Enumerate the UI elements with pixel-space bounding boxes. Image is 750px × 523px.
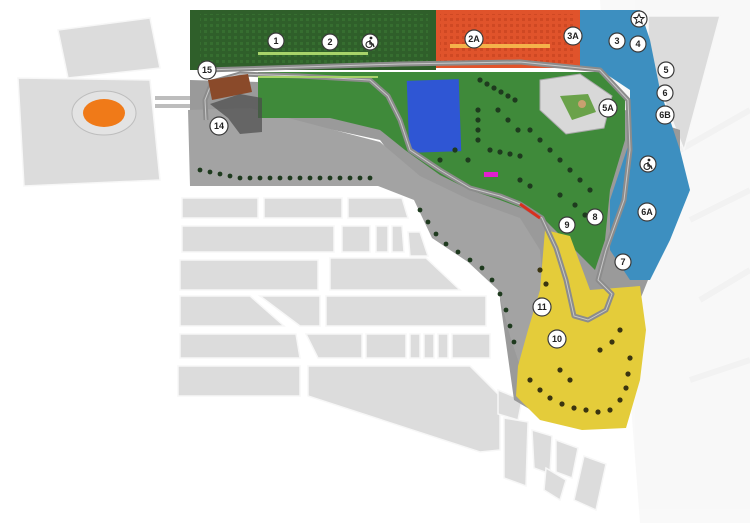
city-block [423, 333, 435, 359]
zone-badge-5a[interactable]: 5A [598, 98, 618, 118]
walkway-strip [258, 76, 378, 78]
city-block [409, 333, 421, 359]
stadium-block [17, 17, 203, 187]
zone-badge-3a[interactable]: 3A [563, 26, 583, 46]
city-block [531, 428, 553, 476]
grandstand-seating [200, 14, 428, 64]
podium-marker [484, 172, 498, 177]
stadium-pitch [83, 99, 125, 127]
walkway-strip [450, 44, 550, 48]
walkway-strip [258, 52, 368, 55]
trees [197, 77, 593, 345]
city-block [325, 295, 487, 327]
zone-badge-1[interactable]: 1 [267, 32, 285, 50]
city-block [347, 197, 410, 219]
city-block [407, 231, 430, 257]
city-block [391, 225, 405, 253]
city-block [329, 257, 462, 291]
zone-blue [580, 10, 690, 280]
zone-badge-label: 1 [273, 36, 278, 46]
city-block [573, 455, 607, 512]
zone-badge-label: 3A [567, 31, 579, 41]
city-block [503, 417, 529, 488]
city-block [179, 259, 319, 291]
zone-badge-3[interactable]: 3 [608, 32, 626, 50]
paddock-area-south [188, 108, 546, 380]
zone-badge-2a[interactable]: 2A [464, 29, 484, 49]
city-block [437, 333, 449, 359]
city-block [543, 466, 567, 502]
city-block [375, 225, 389, 253]
grandstand-seating [440, 14, 574, 64]
zone-badge-label: 2 [327, 37, 332, 47]
zone-badge-label: 10 [552, 334, 562, 344]
zone-badge-label: 3 [614, 36, 619, 46]
zone-badge-6b[interactable]: 6B [655, 105, 675, 125]
city-block [365, 333, 407, 359]
zone-badge-11[interactable]: 11 [532, 297, 552, 317]
zone-badge-label: 7 [620, 257, 625, 267]
stadium-foro-sol [539, 73, 613, 135]
kerb [519, 202, 541, 220]
walkway [155, 104, 203, 108]
walkway [155, 96, 203, 100]
zone-badge-4[interactable]: 4 [629, 35, 647, 53]
city-block [257, 295, 321, 327]
zone-badge-label: 8 [592, 212, 597, 222]
zone-badge-label: 4 [635, 39, 640, 49]
city-blocks [177, 15, 721, 512]
city-block [57, 17, 161, 79]
city-block [179, 333, 301, 359]
city-block [451, 333, 491, 359]
star-icon [630, 10, 648, 28]
zone-badge-label: 15 [202, 65, 212, 75]
zone-badge-2[interactable]: 2 [321, 33, 339, 51]
city-block [177, 365, 301, 397]
city-block [179, 295, 286, 327]
zone-yellow [516, 230, 646, 430]
zone-badge-label: 5A [602, 103, 614, 113]
city-block [307, 365, 501, 453]
city-block [263, 197, 343, 219]
zone-badge-9[interactable]: 9 [558, 216, 576, 234]
zone-badge-14[interactable]: 14 [209, 116, 229, 136]
track-edge [204, 61, 631, 321]
zone-badge-5[interactable]: 5 [657, 61, 675, 79]
zone-badge-label: 5 [663, 65, 668, 75]
zone-badge-7[interactable]: 7 [614, 253, 632, 271]
zone-badge-10[interactable]: 10 [547, 329, 567, 349]
city-block [555, 438, 579, 480]
zone-badge-label: 6B [659, 110, 671, 120]
zone-badge-15[interactable]: 15 [197, 60, 217, 80]
blue-grandstand [406, 79, 462, 153]
zone-badge-8[interactable]: 8 [586, 208, 604, 226]
wheelchair-icon [361, 33, 379, 51]
zone-badge-label: 6 [662, 88, 667, 98]
trees-yellow-zone [527, 267, 633, 415]
zone-badge-6a[interactable]: 6A [637, 202, 657, 222]
zone-badge-label: 14 [214, 121, 224, 131]
zone-badge-label: 6A [641, 207, 653, 217]
city-block [304, 333, 363, 359]
paddock-building [208, 74, 262, 134]
zone-badge-label: 9 [564, 220, 569, 230]
city-block [181, 197, 259, 219]
wheelchair-icon [639, 155, 657, 173]
zone-badge-label: 11 [537, 302, 547, 312]
city-block [181, 225, 335, 253]
zone-badge-label: 2A [468, 34, 480, 44]
zone-badge-6[interactable]: 6 [656, 84, 674, 102]
city-block [341, 225, 371, 253]
